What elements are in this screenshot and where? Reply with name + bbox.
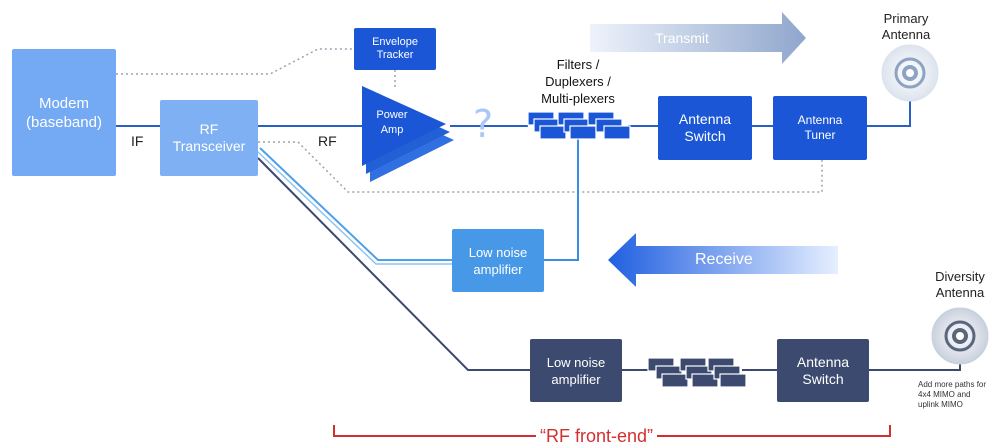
transceiver-tuner-dotted-line (258, 141, 823, 193)
lna-transceiver-line (259, 147, 452, 261)
rf-front-end-label: “RF front-end” (536, 426, 658, 447)
rf-transceiver-block: RF Transceiver (160, 100, 258, 176)
primary-antenna-icon (881, 44, 939, 102)
power-amp-label: Power Amp (376, 109, 408, 136)
filters-label: Filters / Duplexers / Multi-plexers (541, 57, 615, 106)
diversity-low-noise-amplifier-block: Low noise amplifier (530, 339, 622, 402)
receive-label: Receive (695, 251, 753, 268)
transmit-arrow (590, 12, 806, 64)
diversity-antenna-switch-block: Antenna Switch (777, 339, 869, 402)
mimo-note: Add more paths for 4x4 MIMO and uplink M… (918, 380, 987, 409)
filter-stack-primary (527, 111, 631, 140)
rf-label: RF (318, 133, 337, 149)
envelope-tracker-block: Envelope Tracker (354, 28, 436, 70)
diversity-antenna-label: Diversity Antenna (935, 269, 985, 300)
filter-lna-line (544, 134, 579, 261)
modem-tracker-dotted-line (116, 48, 354, 75)
antenna-switch-block: Antenna Switch (658, 96, 752, 160)
transmit-label: Transmit (655, 30, 709, 46)
receive-arrow (608, 233, 838, 287)
low-noise-amplifier-block: Low noise amplifier (452, 229, 544, 292)
power-amp-triangle (362, 86, 454, 182)
filter-stack-diversity (647, 357, 747, 388)
transceiver-diversity-lna-line (257, 157, 530, 371)
primary-antenna-label: Primary Antenna (881, 11, 931, 42)
question-mark-icon: ? (473, 102, 494, 146)
lna-transceiver-line-2 (257, 151, 452, 265)
if-label: IF (131, 133, 144, 149)
diversity-antenna-icon (931, 307, 989, 365)
tuner-antenna-line (867, 90, 911, 127)
modem-block: Modem (baseband) (12, 49, 116, 176)
antenna-tuner-block: Antenna Tuner (773, 96, 867, 160)
